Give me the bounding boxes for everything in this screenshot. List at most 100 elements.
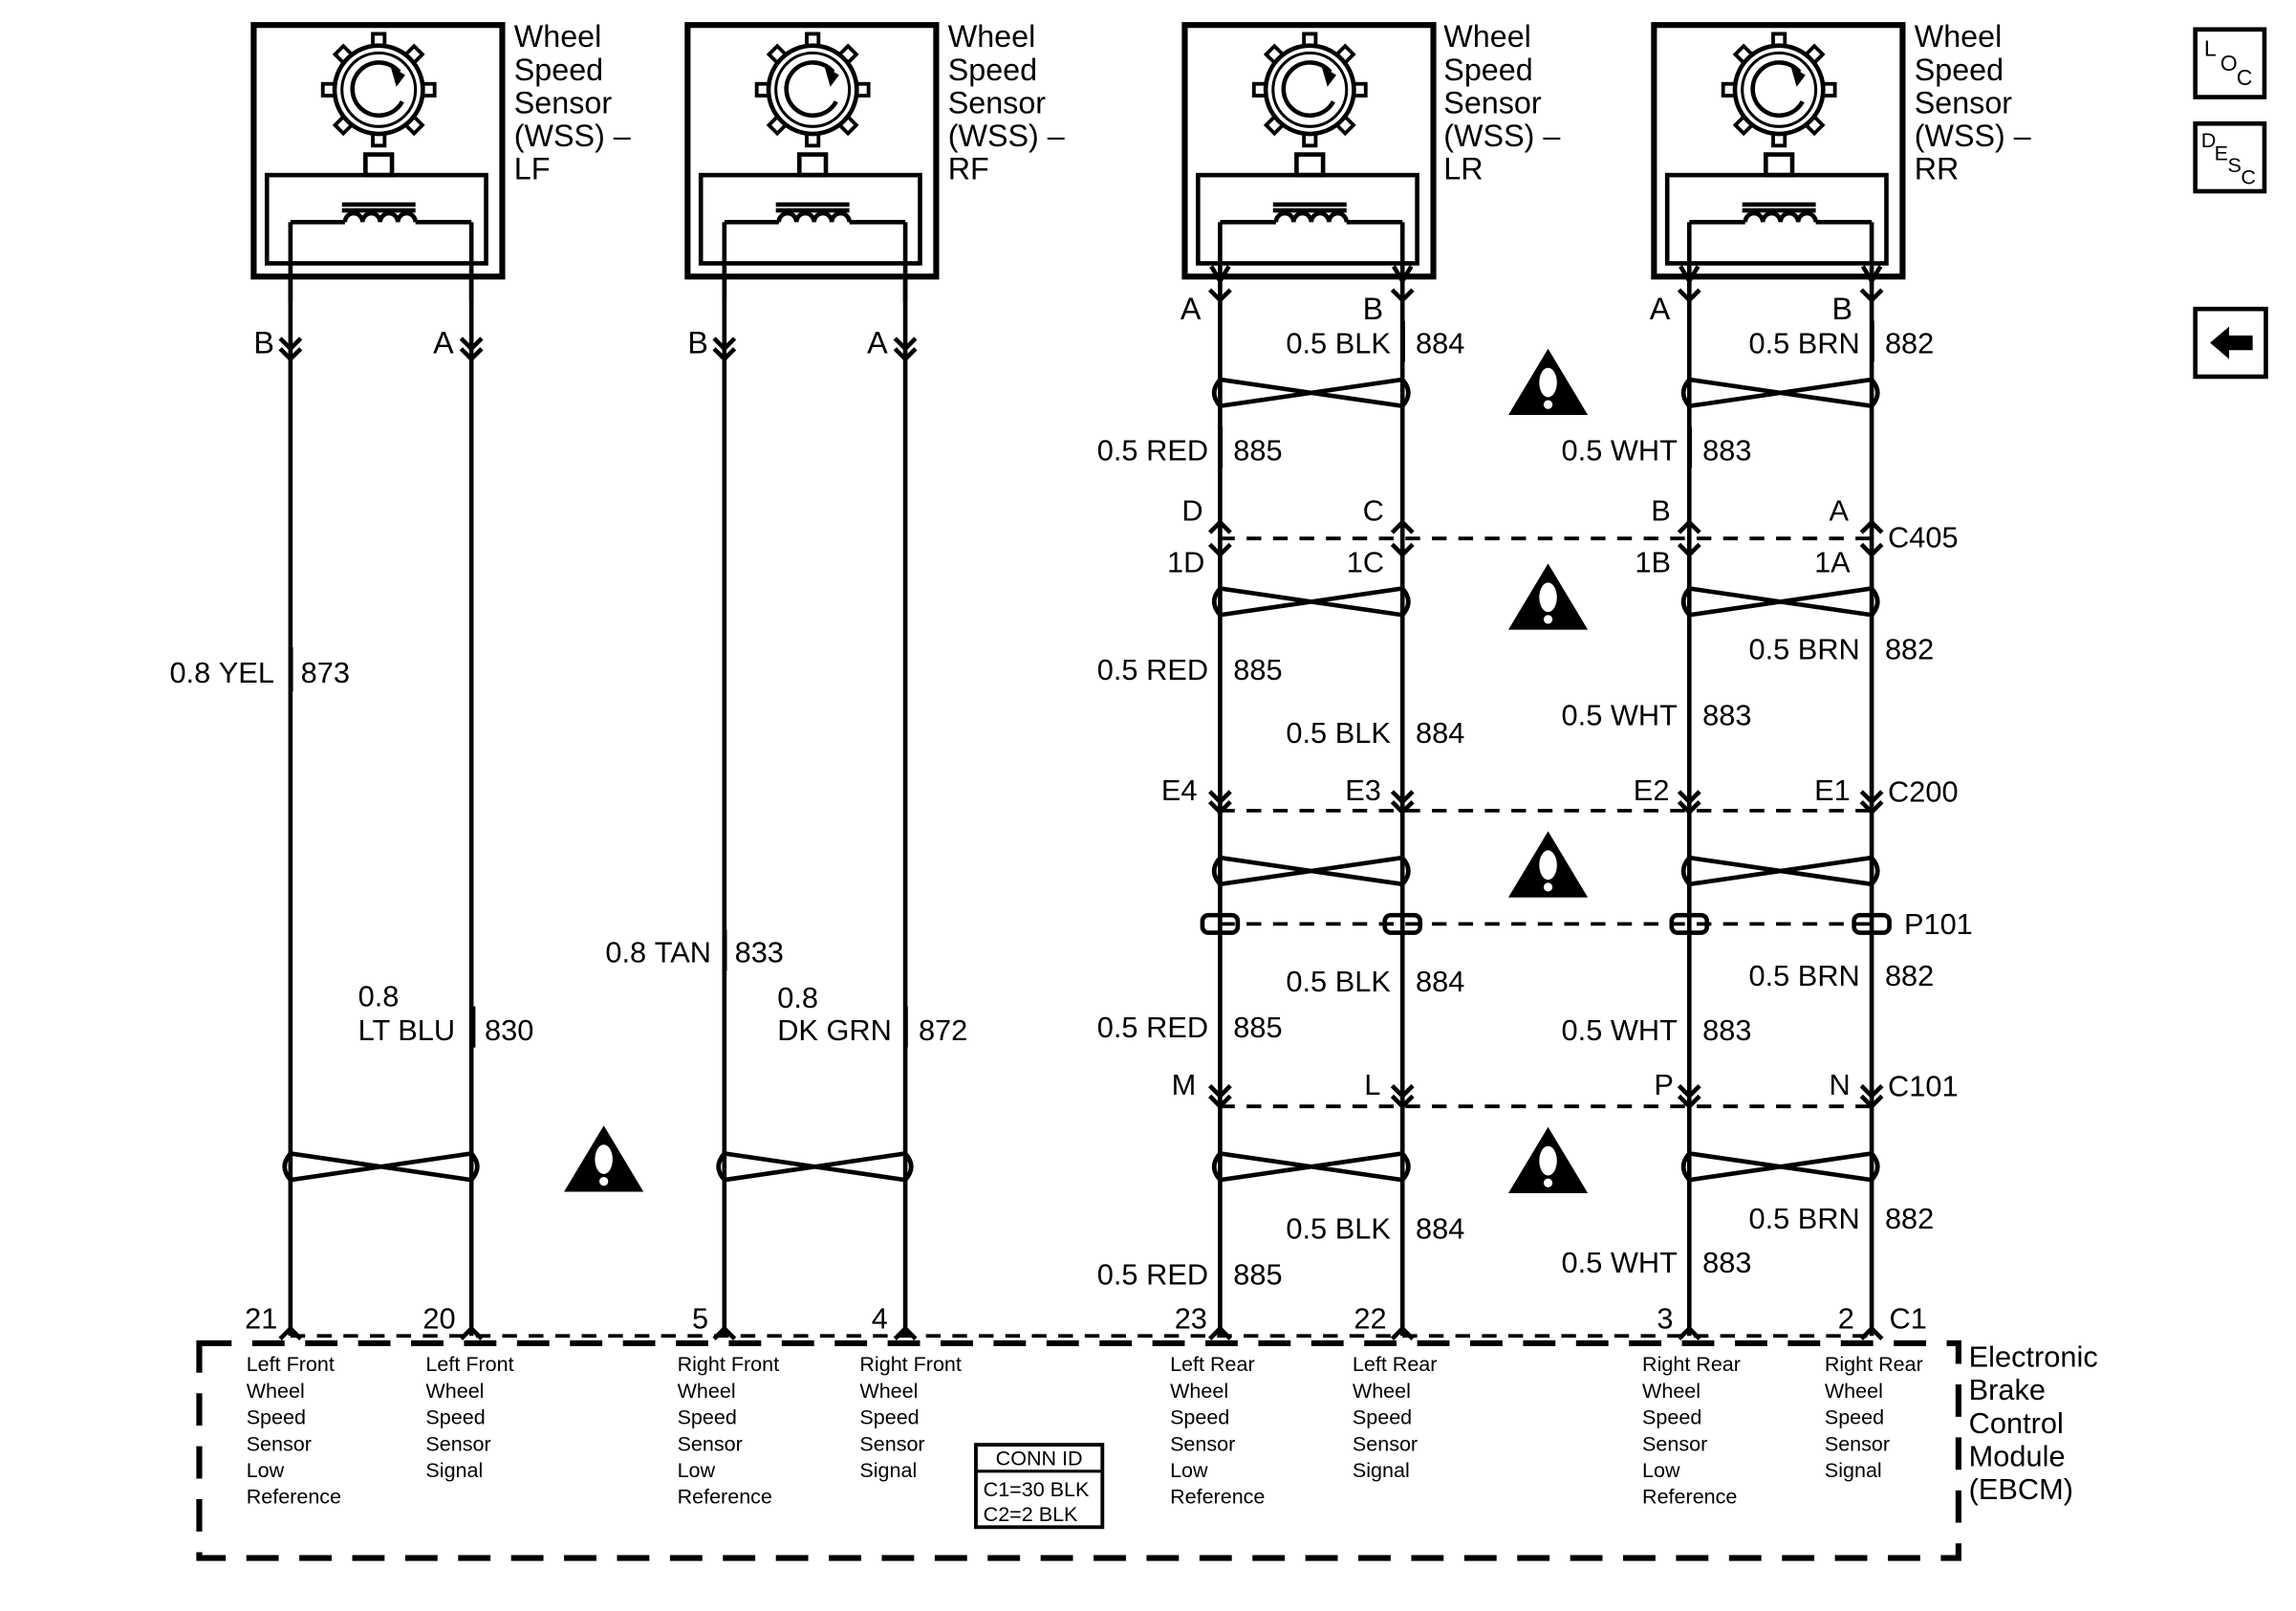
sensor-rf <box>684 22 940 302</box>
wire-circuit: 884 <box>1416 716 1464 750</box>
wire-circuit: 882 <box>1885 1202 1934 1235</box>
c200-name: C200 <box>1888 775 1959 809</box>
loc-button[interactable]: L O C <box>2193 27 2267 99</box>
c1-pin: 22 <box>1354 1302 1386 1336</box>
c101-pin: N <box>1829 1068 1850 1101</box>
wire-circuit: 885 <box>1233 653 1282 686</box>
wire-label: 0.5 BRN <box>1748 326 1859 359</box>
wire-873-circuit: 873 <box>301 656 350 689</box>
caution-triangle-icon <box>1508 1126 1589 1193</box>
wire-label: 0.5 BLK <box>1286 965 1391 998</box>
wire-label: 0.5 BRN <box>1748 959 1859 992</box>
back-arrow-icon <box>2210 326 2253 359</box>
rear-wire-labels-seg2: 0.5 RED 885 0.5 BLK 884 0.5 WHT 883 0.5 … <box>1097 632 1935 750</box>
svg-text:C: C <box>2237 65 2253 90</box>
c1-pin: 20 <box>422 1302 455 1336</box>
wire-label: 0.5 BLK <box>1286 716 1391 750</box>
wire-833-label: 0.8 TAN <box>605 935 711 969</box>
pin-label: B <box>1363 292 1384 326</box>
c101-pin: M <box>1172 1068 1197 1101</box>
back-arrow-button[interactable] <box>2193 306 2268 380</box>
label-dividers <box>1220 320 1874 468</box>
wire-872-color: DK GRN <box>777 1013 892 1047</box>
c101-name: C101 <box>1888 1069 1959 1102</box>
gear-icon <box>754 32 871 148</box>
wire-872-size: 0.8 <box>777 981 818 1014</box>
sensor-lf <box>250 22 506 302</box>
conn-id-box: CONN ID C1=30 BLK C2=2 BLK <box>974 1443 1105 1530</box>
pin-label: B <box>253 325 274 359</box>
wire-circuit: 885 <box>1233 1257 1282 1291</box>
c200-pin: E4 <box>1161 773 1198 807</box>
c1-pin: 2 <box>1838 1302 1854 1336</box>
svg-text:E: E <box>2215 142 2228 165</box>
wire-circuit: 883 <box>1702 1013 1751 1047</box>
wire-label: 0.5 BRN <box>1748 1202 1859 1235</box>
c1-pin: 21 <box>245 1302 277 1336</box>
wire-circuit: 882 <box>1885 632 1934 665</box>
wire-label: 0.5 RED <box>1097 653 1208 686</box>
gear-icon <box>320 32 437 148</box>
wire-circuit: 884 <box>1416 1212 1464 1246</box>
c101-pin: P <box>1654 1068 1674 1101</box>
caution-triangle-icon <box>1508 348 1589 415</box>
front-sensor-pins: B A B A <box>253 325 918 362</box>
wire-830-circuit: 830 <box>485 1013 533 1047</box>
wire-830-color: LT BLU <box>358 1013 455 1047</box>
c101-pin: L <box>1364 1068 1380 1101</box>
pin-label: A <box>433 325 454 359</box>
wire-label: 0.5 BRN <box>1748 632 1859 665</box>
c405-pin: A <box>1829 494 1849 528</box>
connector-lines <box>290 536 1873 1339</box>
wires <box>288 276 1874 1337</box>
pin-label: B <box>1832 292 1853 326</box>
front-wire-labels: 0.8 YEL 873 0.8 LT BLU 830 0.8 TAN 833 0… <box>169 647 967 1048</box>
wire-label: 0.5 RED <box>1097 434 1208 468</box>
wire-label: 0.5 RED <box>1097 1011 1208 1044</box>
connector-c101: M L P N C101 <box>1172 1068 1959 1110</box>
wire-label: 0.5 BLK <box>1286 326 1391 359</box>
rear-wire-labels-seg3: 0.5 RED 885 0.5 BLK 884 0.5 WHT 883 0.5 … <box>1097 959 1935 1047</box>
twisted-pairs <box>282 377 1880 1183</box>
pin-label: B <box>687 325 708 359</box>
c405-pin: 1B <box>1635 546 1671 579</box>
conn-id-line: C2=2 BLK <box>984 1503 1078 1526</box>
c405-pin: C <box>1363 494 1384 528</box>
connector-c1: 21 20 5 4 23 22 3 2 C1 <box>245 1302 1927 1340</box>
connector-c200: E4 E3 E2 E1 C200 <box>1161 773 1959 816</box>
wire-circuit: 884 <box>1416 326 1464 359</box>
ebcm-outline <box>196 1339 1961 1561</box>
c405-pin: B <box>1651 494 1671 528</box>
rear-sensor-pins: A B A B <box>1180 288 1884 326</box>
c1-pin: 5 <box>692 1302 708 1336</box>
c1-pin: 4 <box>872 1302 888 1336</box>
rear-wire-labels-seg1: 0.5 RED 885 0.5 BLK 884 0.5 WHT 883 0.5 … <box>1097 326 1935 467</box>
wire-circuit: 883 <box>1702 1246 1751 1279</box>
wire-873-label: 0.8 YEL <box>169 656 274 689</box>
sensor-rr <box>1651 22 1906 286</box>
c1-pin: 23 <box>1175 1302 1207 1336</box>
wire-label: 0.5 WHT <box>1562 1013 1679 1047</box>
c200-pin: E3 <box>1345 773 1381 807</box>
caution-triangle-icon <box>1508 831 1589 898</box>
wire-circuit: 882 <box>1885 959 1934 992</box>
wire-circuit: 884 <box>1416 965 1464 998</box>
wire-label: 0.5 WHT <box>1562 1246 1679 1279</box>
c405-pin: 1C <box>1347 546 1384 579</box>
svg-text:D: D <box>2201 129 2217 152</box>
pin-label: A <box>867 325 888 359</box>
svg-text:C: C <box>2241 165 2256 188</box>
connector-c405: D C B A C405 1D 1C 1B 1A <box>1167 494 1959 579</box>
desc-button[interactable]: D E S C <box>2193 120 2267 194</box>
